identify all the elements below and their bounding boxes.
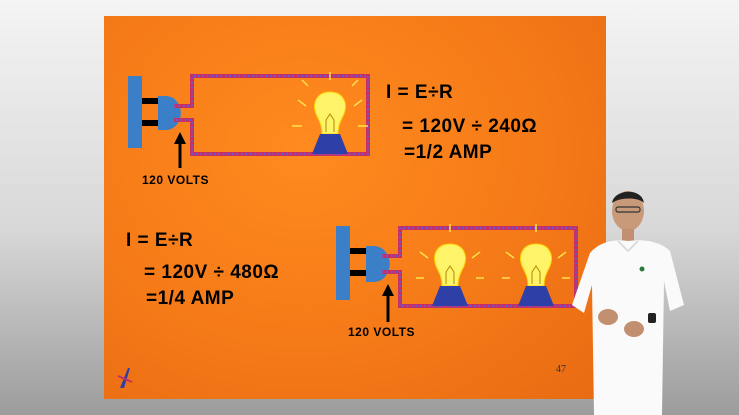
wall-outlet-icon — [128, 76, 142, 148]
arrow-up-icon — [382, 284, 394, 322]
top-circuit-wire — [174, 74, 370, 156]
top-calculation: = 120V ÷ 240Ω — [402, 116, 538, 137]
presenter-figure — [572, 191, 684, 415]
wall-outlet-icon — [336, 226, 350, 300]
light-bulb-icon — [502, 224, 570, 306]
top-formula: I = E÷R — [386, 82, 454, 103]
bottom-calculation: = 120V ÷ 480Ω — [144, 262, 280, 283]
light-bulb-icon — [292, 72, 368, 154]
bottom-formula: I = E÷R — [126, 230, 194, 251]
presentation-slide: I = E÷R = 120V ÷ 240Ω =1/2 AMP 120 VOLTS… — [104, 16, 606, 399]
bottom-result: =1/4 AMP — [146, 288, 235, 309]
top-circuit-diagram — [117, 72, 578, 388]
page-number: 47 — [556, 364, 566, 375]
arrow-up-icon — [174, 132, 186, 168]
top-volts-label: 120 VOLTS — [142, 173, 209, 187]
light-bulb-icon — [416, 224, 484, 306]
logo-icon — [117, 368, 133, 388]
top-result: =1/2 AMP — [404, 142, 493, 163]
bottom-circuit-wire — [382, 226, 578, 308]
bottom-volts-label: 120 VOLTS — [348, 325, 415, 339]
